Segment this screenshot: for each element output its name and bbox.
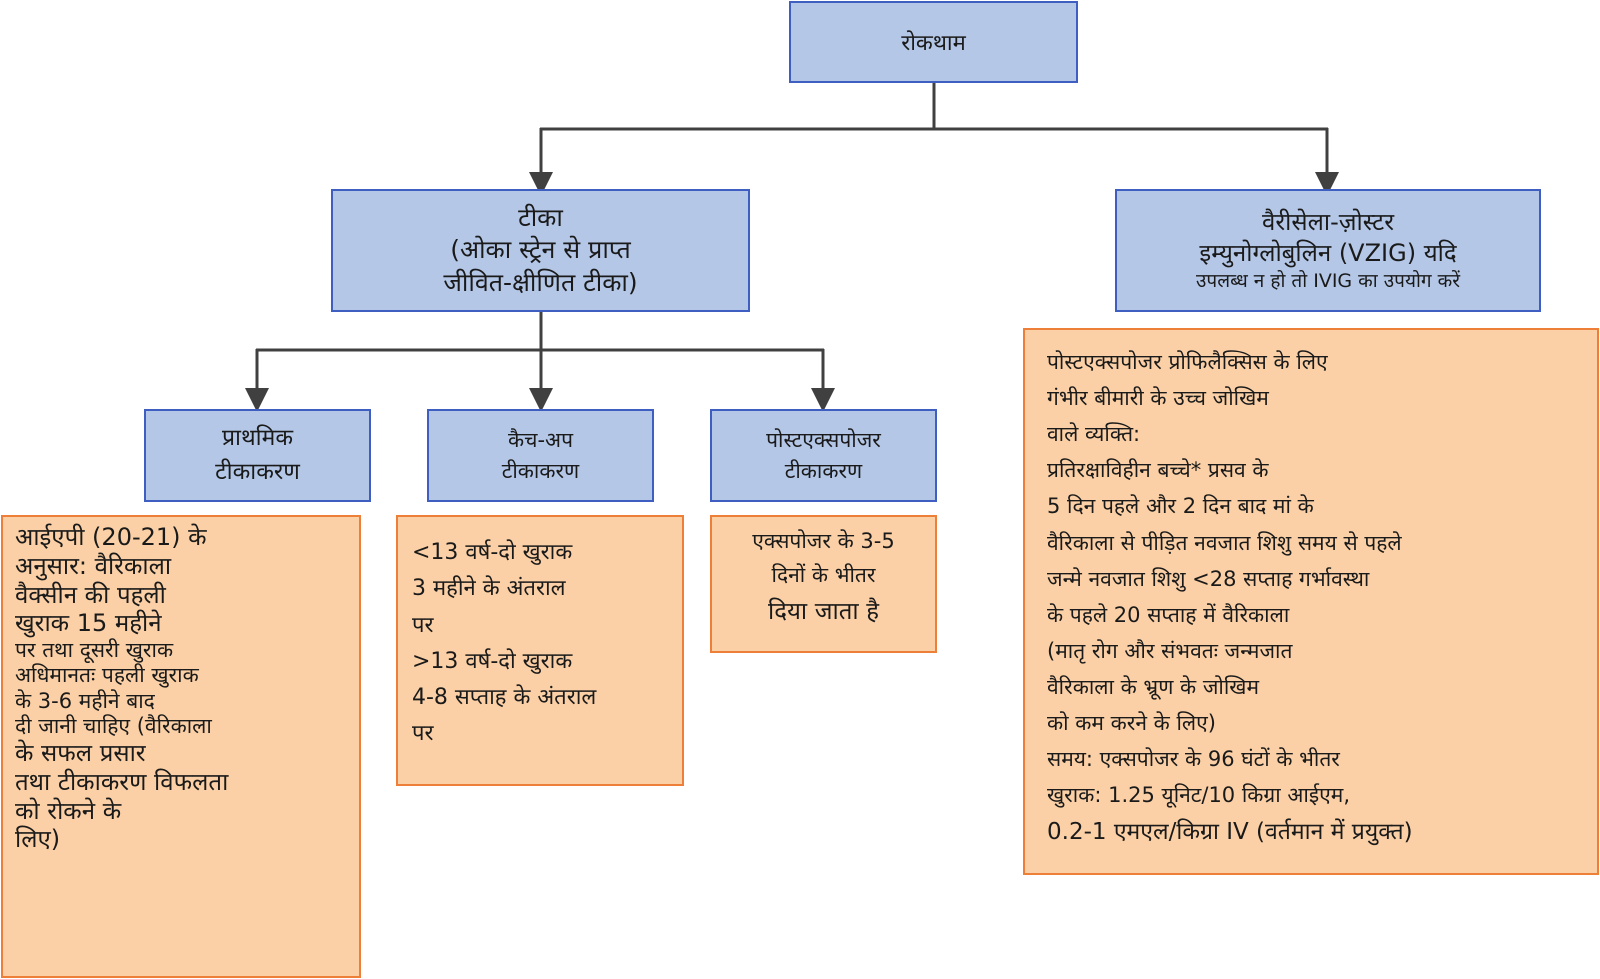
detail-primary: आईएपी (20-21) के अनुसार: वैरिकाला वैक्सी… [1, 515, 361, 978]
detail-catchup-line: 3 महीने के अंतराल [412, 576, 566, 602]
detail-vzig-line: खुराक: 1.25 यूनिट/10 किग्रा आईएम, [1047, 783, 1350, 808]
detail-postexposure-line: एक्सपोजर के 3-5 [752, 529, 895, 553]
node-catchup-vaccination: कैच-अप टीकाकरण [427, 409, 654, 502]
detail-catchup: <13 वर्ष-दो खुराक 3 महीने के अंतराल पर >… [396, 515, 684, 786]
detail-primary-line: के सफल प्रसार [15, 738, 146, 767]
detail-primary-line: अधिमानतः पहली खुराक [15, 663, 199, 688]
detail-primary-line: वैक्सीन की पहली [15, 580, 166, 609]
node-vaccine-line-3: जीवित-क्षीणित टीका) [443, 267, 638, 297]
detail-vzig-line: गंभीर बीमारी के उच्च जोखिम [1047, 386, 1269, 411]
node-vaccine-title: टीका [518, 202, 563, 232]
node-vzig: वैरीसेला-ज़ोस्टर इम्युनोग्लोबुलिन (VZIG)… [1115, 189, 1541, 312]
detail-vzig-line: को कम करने के लिए) [1047, 711, 1216, 736]
detail-primary-line: पर तथा दूसरी खुराक [15, 638, 174, 663]
node-postexposure-vaccination: पोस्टएक्सपोजर टीकाकरण [710, 409, 937, 502]
detail-postexposure: एक्सपोजर के 3-5 दिनों के भीतर दिया जाता … [710, 515, 937, 653]
node-vzig-line-3: उपलब्ध न हो तो IVIG का उपयोग करें [1196, 270, 1460, 293]
node-catchup-line-1: कैच-अप [507, 428, 573, 453]
node-vaccine-line-2: (ओका स्ट्रेन से प्राप्त [450, 235, 631, 265]
node-postexposure-line-2: टीकाकरण [784, 458, 863, 483]
detail-vzig-line: प्रतिरक्षाविहीन बच्चे* प्रसव के [1047, 458, 1269, 483]
detail-catchup-line: 4-8 सप्ताह के अंतराल [412, 685, 597, 711]
detail-primary-line: लिए) [15, 825, 61, 854]
detail-catchup-line: पर [412, 612, 434, 638]
detail-vzig-line: 0.2-1 एमएल/किग्रा IV (वर्तमान में प्रयुक… [1047, 819, 1413, 846]
node-prevention-title: रोकथाम [901, 31, 966, 56]
detail-primary-line: खुराक 15 महीने [15, 609, 162, 638]
detail-vzig-line: जन्मे नवजात शिशु <28 सप्ताह गर्भावस्था [1047, 566, 1370, 591]
node-vaccine: टीका (ओका स्ट्रेन से प्राप्त जीवित-क्षीण… [331, 189, 750, 312]
detail-primary-line: तथा टीकाकरण विफलता [15, 767, 229, 796]
detail-catchup-line: पर [412, 721, 434, 747]
detail-postexposure-line: दिया जाता है [767, 597, 880, 626]
detail-postexposure-line: दिनों के भीतर [771, 562, 876, 587]
detail-vzig-line: वैरिकाला के भ्रूण के जोखिम [1047, 674, 1260, 699]
node-vzig-title: वैरीसेला-ज़ोस्टर [1261, 207, 1395, 236]
node-primary-line-2: टीकाकरण [215, 458, 300, 485]
node-primary-line-1: प्राथमिक [221, 425, 294, 452]
detail-catchup-line: <13 वर्ष-दो खुराक [412, 540, 573, 565]
detail-primary-line: दी जानी चाहिए (वैरिकाला [15, 713, 212, 738]
node-prevention: रोकथाम [789, 1, 1078, 83]
detail-primary-line: के 3-6 महीने बाद [15, 688, 155, 713]
detail-vzig-line: (मातृ रोग और संभवतः जन्मजात [1047, 638, 1293, 663]
detail-primary-line: को रोकने के [15, 796, 122, 825]
node-postexposure-line-1: पोस्टएक्सपोजर [766, 428, 881, 453]
node-primary-vaccination: प्राथमिक टीकाकरण [144, 409, 371, 502]
detail-vzig: पोस्टएक्सपोजर प्रोफिलैक्सिस के लिए गंभीर… [1023, 328, 1599, 875]
node-vzig-line-2: इम्युनोग्लोबुलिन (VZIG) यदि [1199, 239, 1457, 268]
detail-vzig-line: पोस्टएक्सपोजर प्रोफिलैक्सिस के लिए [1047, 350, 1328, 374]
detail-vzig-line: वाले व्यक्ति: [1047, 422, 1141, 447]
detail-catchup-line: >13 वर्ष-दो खुराक [412, 648, 573, 674]
detail-vzig-line: के पहले 20 सप्ताह में वैरिकाला [1047, 602, 1290, 627]
detail-primary-line: आईएपी (20-21) के [15, 523, 207, 551]
detail-vzig-line: समय: एक्सपोजर के 96 घंटों के भीतर [1047, 747, 1340, 772]
detail-vzig-line: 5 दिन पहले और 2 दिन बाद मां के [1047, 494, 1314, 519]
detail-vzig-line: वैरिकाला से पीड़ित नवजात शिशु समय से पहल… [1047, 530, 1402, 555]
node-catchup-line-2: टीकाकरण [501, 458, 580, 483]
detail-primary-line: अनुसार: वैरिकाला [15, 551, 172, 580]
